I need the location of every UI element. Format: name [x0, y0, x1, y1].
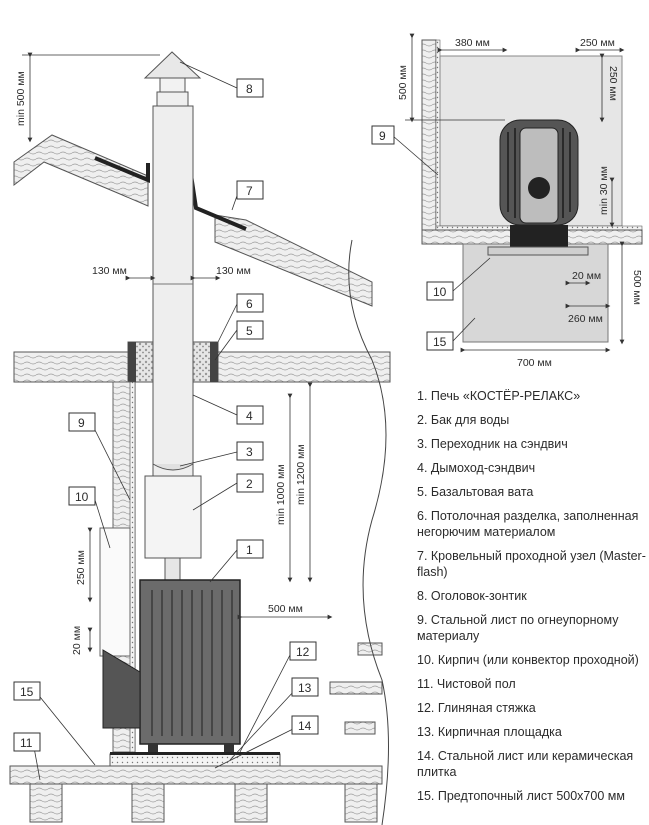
- water-tank: [144, 475, 202, 559]
- plan-callout-9: 9: [379, 129, 386, 143]
- wall: [99, 381, 136, 753]
- legend-item: 14. Стальной лист или керамическая плитк…: [417, 749, 634, 779]
- dim-gap-left: 130 мм: [92, 265, 127, 277]
- legend-item: 1. Печь «КОСТЁР-РЕЛАКС»: [417, 389, 581, 403]
- callout-15: 15: [20, 685, 34, 699]
- dim-plan-260: 260 мм: [568, 313, 603, 325]
- legend-item: 6. Потолочная разделка, заполненная него…: [417, 509, 639, 539]
- dim-roof-clearance: min 500 мм: [15, 71, 27, 126]
- dim-height-1200: min 1200 мм: [295, 444, 307, 505]
- callout-10: 10: [75, 490, 89, 504]
- legend-item: 3. Переходник на сэндвич: [417, 437, 568, 451]
- dim-plan-500-left: 500 мм: [397, 65, 409, 100]
- callout-5: 5: [246, 324, 253, 338]
- legend-item: 4. Дымоход-сэндвич: [417, 461, 536, 475]
- plan-callout-10: 10: [433, 285, 447, 299]
- callout-8: 8: [246, 82, 253, 96]
- flashing-left: [94, 156, 150, 183]
- callout-3: 3: [246, 445, 253, 459]
- dim-height-1000: min 1000 мм: [275, 464, 287, 525]
- dim-side-500: 500 мм: [268, 603, 303, 615]
- steel-sheet-floor: [110, 752, 280, 755]
- legend-item: 10. Кирпич (или конвектор проходной): [417, 653, 639, 667]
- legend-item: 11. Чистовой пол: [417, 677, 516, 691]
- brick-platform: [109, 753, 281, 767]
- chimney: [143, 51, 202, 477]
- dim-plan-30: min 30 мм: [598, 166, 610, 215]
- dim-plan-20: 20 мм: [572, 270, 601, 282]
- callout-markers: [13, 78, 319, 752]
- callout-11: 11: [20, 736, 33, 750]
- basalt-wool-left: [128, 342, 136, 382]
- break-line: [348, 239, 389, 825]
- legend-item: 15. Предтопочный лист 500x700 мм: [417, 789, 625, 803]
- legend-item: 13. Кирпичная площадка: [417, 725, 562, 739]
- callout-14: 14: [298, 719, 312, 733]
- dim-height-250: 250 мм: [75, 550, 87, 585]
- dim-plan-250-top: 250 мм: [580, 37, 615, 49]
- legend-item: 5. Базальтовая вата: [417, 485, 534, 499]
- callout-2: 2: [246, 477, 253, 491]
- callout-1: 1: [246, 543, 253, 557]
- plan-callout-15: 15: [433, 335, 447, 349]
- legend-item: 12. Глиняная стяжка: [417, 701, 536, 715]
- legend-item: 8. Оголовок-зонтик: [417, 589, 527, 603]
- pre-furnace-sheet: [462, 243, 609, 343]
- dim-plan-380: 380 мм: [455, 37, 490, 49]
- legend: 1. Печь «КОСТЁР-РЕЛАКС» 2. Бак для воды …: [417, 388, 647, 812]
- plan-view: [421, 39, 643, 343]
- floor: [9, 752, 383, 823]
- callout-9: 9: [78, 416, 85, 430]
- legend-item: 9. Стальной лист по огнеупорному материа…: [417, 613, 619, 643]
- callout-13: 13: [298, 681, 312, 695]
- legend-item: 2. Бак для воды: [417, 413, 510, 427]
- basalt-wool-right: [210, 342, 218, 382]
- callout-7: 7: [246, 184, 253, 198]
- dim-plan-500-right: 500 мм: [631, 270, 643, 305]
- stove: [102, 579, 241, 754]
- dim-height-20: 20 мм: [71, 626, 83, 655]
- plan-stove-base: [510, 225, 568, 247]
- ceiling: [13, 341, 391, 383]
- callout-6: 6: [246, 297, 253, 311]
- legend-item: 7. Кровельный проходной узел (Master-fla…: [417, 549, 646, 579]
- callout-4: 4: [246, 409, 253, 423]
- callout-12: 12: [296, 645, 310, 659]
- dim-gap-right: 130 мм: [216, 265, 251, 277]
- dim-plan-700: 700 мм: [517, 357, 552, 369]
- dim-plan-250-right: 250 мм: [607, 66, 619, 101]
